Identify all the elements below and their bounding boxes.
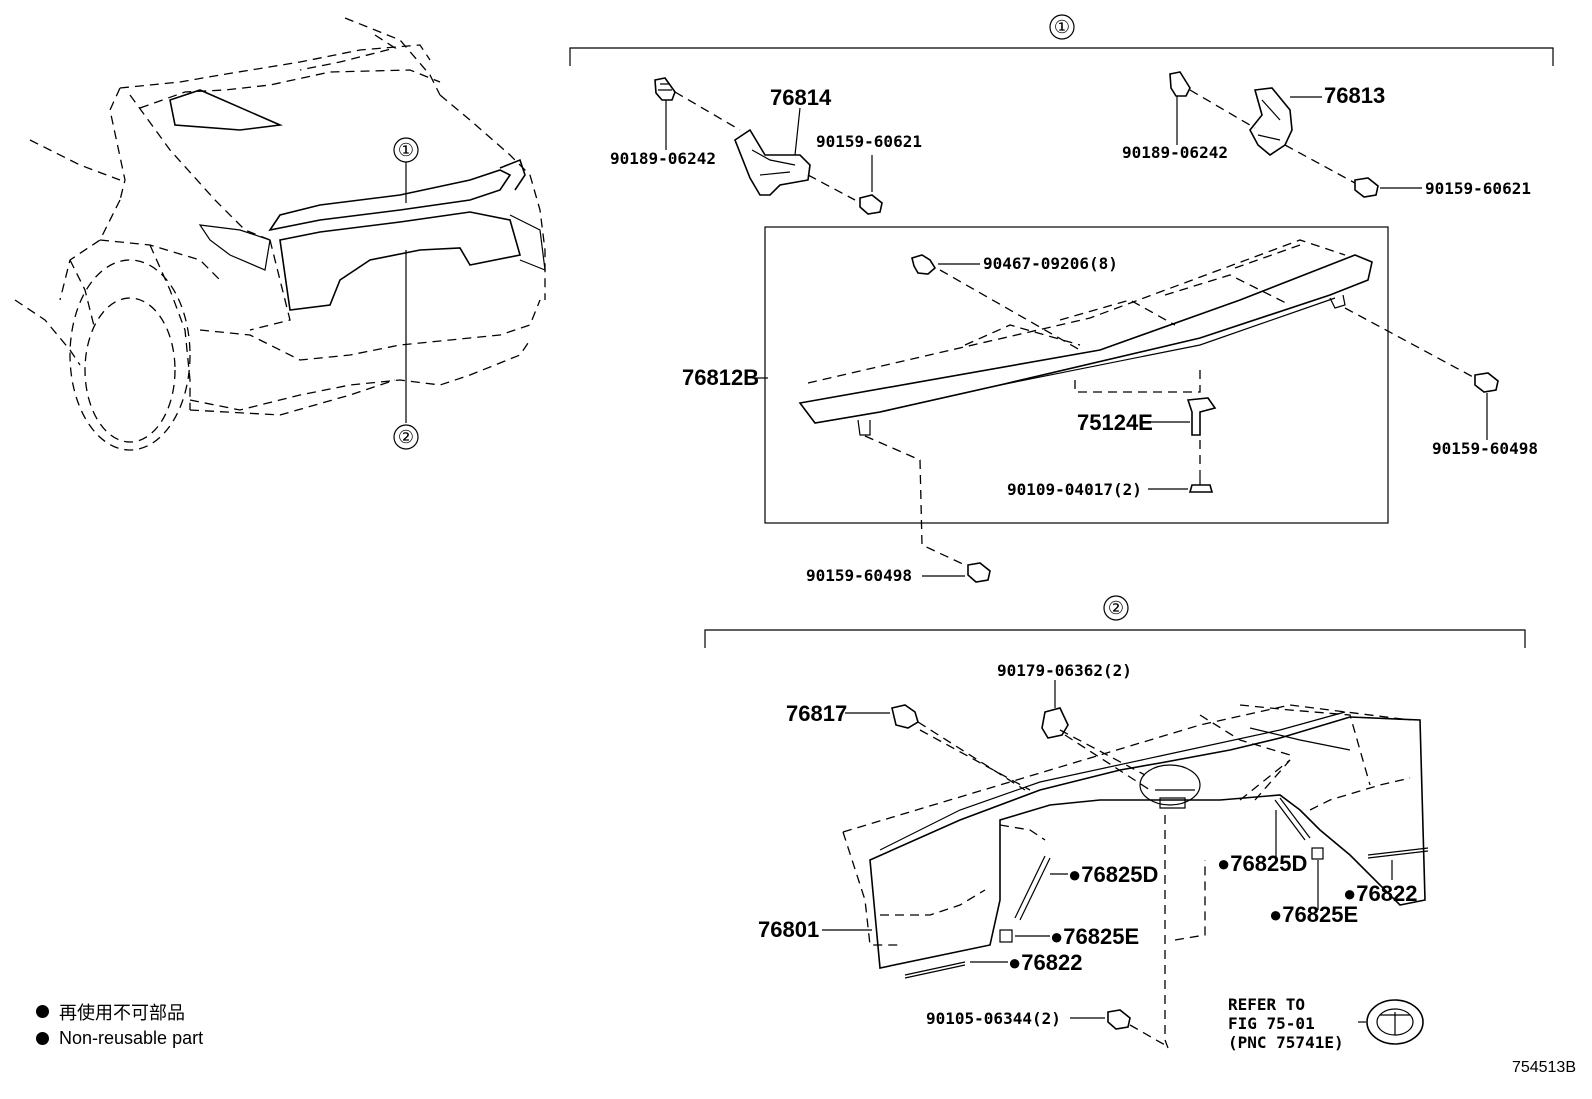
label-76813: 76813: [1324, 83, 1385, 108]
vehicle-rear-illustration: [14, 17, 546, 451]
label-75124E: 75124E: [1077, 410, 1153, 435]
label-refer-1: REFER TO: [1228, 995, 1305, 1014]
bracket-76813: [1249, 87, 1356, 184]
label-90179: 90179-06362(2): [997, 661, 1132, 680]
part-labels: 76814 76813 90189-06242 90189-06242 9015…: [610, 83, 1538, 1052]
screw-90159-60621-right: [1354, 177, 1422, 198]
label-76801: 76801: [758, 917, 819, 942]
label-90159-60498-right: 90159-60498: [1432, 439, 1538, 458]
clip-90189-right: [1169, 71, 1256, 145]
svg-text:②: ②: [398, 427, 414, 447]
legend-row-en: Non-reusable part: [36, 1025, 203, 1052]
legend-jp-text: 再使用不可部品: [59, 1002, 185, 1023]
spoiler-subassembly-box: [752, 226, 1389, 524]
label-76817: 76817: [786, 701, 847, 726]
label-90189-right: 90189-06242: [1122, 143, 1228, 162]
label-76812B: 76812B: [682, 365, 759, 390]
label-76825D-right: ●76825D: [1217, 851, 1307, 876]
legend-en-text: Non-reusable part: [59, 1028, 204, 1048]
diagram-code: 754513B: [1511, 1059, 1576, 1076]
screw-90105: [1070, 1009, 1166, 1046]
screw-90159-60498-right: [1344, 307, 1499, 440]
label-refer-3: (PNC 75741E): [1228, 1033, 1344, 1052]
group-2-bracket: ②: [704, 595, 1526, 648]
svg-text:①: ①: [398, 140, 414, 160]
label-90467: 90467-09206(8): [983, 254, 1118, 273]
label-90159-60498-left: 90159-60498: [806, 566, 912, 585]
svg-text:①: ①: [1054, 17, 1070, 37]
bracket-76814: [734, 107, 856, 201]
label-90109: 90109-04017(2): [1007, 480, 1142, 499]
garnish-76801: [822, 704, 1429, 1049]
label-90189-left: 90189-06242: [610, 149, 716, 168]
group-1-bracket: ①: [569, 14, 1554, 66]
callout-1: ①: [393, 137, 419, 163]
screw-90159-60498-left: [864, 435, 991, 583]
nut-90179: [1041, 680, 1151, 791]
label-76825E-right: ●76825E: [1269, 902, 1358, 927]
svg-text:②: ②: [1108, 598, 1124, 618]
non-reusable-dot-icon: [36, 1005, 49, 1018]
label-76814: 76814: [770, 85, 832, 110]
legend-row-jp: 再使用不可部品: [36, 998, 203, 1025]
label-76822-right: ●76822: [1343, 881, 1417, 906]
clip-90189-left: [654, 77, 741, 150]
label-76825E-left: ●76825E: [1050, 924, 1139, 949]
label-76825D-left: ●76825D: [1068, 862, 1158, 887]
callout-2: ②: [393, 424, 419, 450]
label-90105: 90105-06344(2): [926, 1009, 1061, 1028]
label-90159-60621-left: 90159-60621: [816, 132, 922, 151]
non-reusable-dot-icon: [36, 1032, 49, 1045]
legend: 再使用不可部品 Non-reusable part: [36, 998, 203, 1052]
label-76822-left: ●76822: [1008, 950, 1082, 975]
label-90159-60621-right: 90159-60621: [1425, 179, 1531, 198]
clip-76817: [845, 704, 1026, 791]
screw-90159-60621-left: [859, 155, 883, 215]
label-refer-2: FIG 75-01: [1228, 1014, 1315, 1033]
emblem-reference: [1358, 999, 1424, 1045]
